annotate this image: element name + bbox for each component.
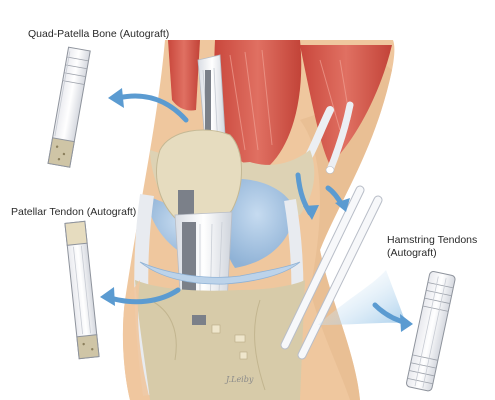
arrow-quad [115,93,189,123]
label-quad-patella-bone: Quad-Patella Bone (Autograft) [28,28,170,40]
hamstring-harvested-tendons [280,185,383,360]
patella [156,129,242,225]
meniscus [139,261,301,285]
tibia [135,280,305,400]
label-hamstring-tendons: Hamstring Tendons (Autograft) [387,234,477,260]
quadriceps-muscle-left [168,40,200,111]
label-hamstring-line1: Hamstring Tendons [387,234,478,246]
hamstring-graft [406,271,456,392]
artist-signature: J.Leiby [226,375,254,384]
arrow-patellar [107,287,181,305]
label-hamstring-line2: (Autograft) [387,247,437,259]
quad-patella-graft [47,46,91,168]
quadriceps-muscle-center [214,40,302,167]
cartilage-right [219,178,295,268]
label-patellar-tendon: Patellar Tendon (Autograft) [11,206,137,218]
patellar-tendon-graft [64,220,100,360]
